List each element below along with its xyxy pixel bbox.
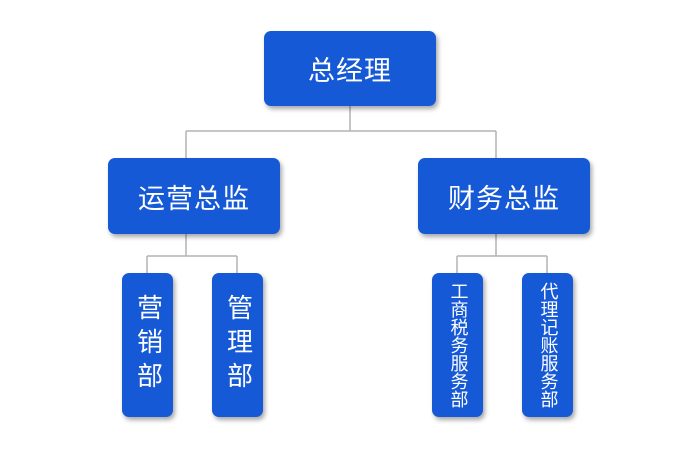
node-bookkeeping-service-dept: 代理记账服务部 [522, 273, 573, 417]
node-general-manager: 总经理 [264, 31, 436, 106]
node-management-dept-label: 管理部 [222, 294, 253, 396]
node-finance-director-label: 财务总监 [448, 183, 560, 215]
node-finance-director: 财务总监 [418, 158, 590, 234]
node-tax-service-dept-label: 工商税务服务部 [447, 282, 469, 408]
node-tax-service-dept: 工商税务服务部 [432, 273, 483, 417]
node-marketing-dept: 营销部 [122, 273, 173, 417]
node-marketing-dept-label: 营销部 [132, 294, 163, 396]
node-management-dept: 管理部 [212, 273, 263, 417]
node-general-manager-label: 总经理 [308, 56, 392, 87]
node-operations-director: 运营总监 [108, 158, 280, 234]
node-bookkeeping-service-dept-label: 代理记账服务部 [537, 282, 559, 408]
node-operations-director-label: 运营总监 [138, 183, 250, 215]
